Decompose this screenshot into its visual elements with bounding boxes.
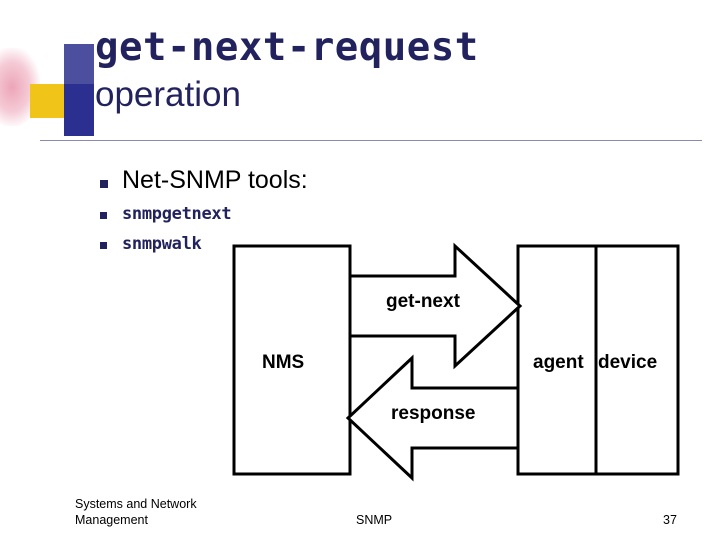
get-next-arrow-label: get-next [386,291,460,312]
blue-block [64,84,94,136]
footer-left-line-2: Management [75,513,148,527]
nms-box [232,244,352,476]
decorative-corner-blocks [0,28,96,158]
agent-box [516,244,598,476]
device-box [594,244,680,476]
title-divider [40,140,702,141]
response-arrow-label: response [391,403,476,424]
bullet-square-icon [100,211,122,222]
bullet-square-icon [100,180,122,191]
bullet-text: snmpwalk [122,234,202,254]
response-arrow [345,354,520,482]
bullet-list: Net-SNMP tools: snmpgetnext snmpwalk [100,163,660,259]
bullet-text: snmpgetnext [122,204,232,224]
get-next-arrow [348,242,523,370]
footer-left-line-1: Systems and Network [75,497,197,511]
title-line-2: operation [95,75,241,114]
title-line-1: get-next-request [95,25,479,70]
device-label: device [598,352,658,373]
yellow-block [30,84,64,118]
footer-left: Systems and Network Management [75,496,197,528]
footer-center: SNMP [356,513,393,527]
page-number: 37 [663,513,677,527]
bullet-text: Net-SNMP tools: [122,166,308,194]
agent-label: agent [533,352,584,373]
bullet-square-icon [100,241,122,252]
nms-label: NMS [262,352,305,373]
navy-block-top [64,44,94,84]
list-item: Net-SNMP tools: [100,163,660,197]
slide-title: get-next-request operation [95,26,695,116]
list-item: snmpwalk [100,229,660,259]
list-item: snmpgetnext [100,199,660,229]
